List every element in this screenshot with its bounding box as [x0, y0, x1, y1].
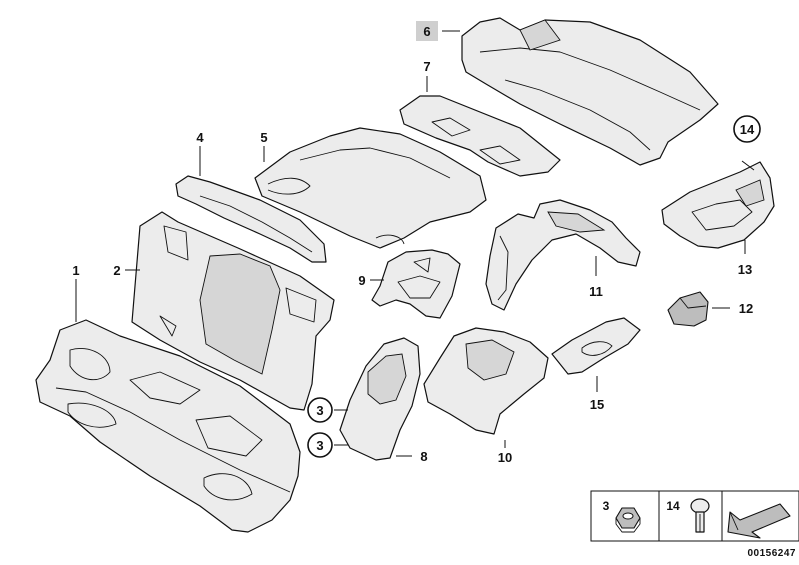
part-5-floor-trim	[254, 127, 487, 249]
part-8-side-panel	[339, 337, 421, 461]
callout-6-highlight	[416, 21, 438, 41]
callout-6: 6	[423, 24, 430, 39]
part-4-backrest-bar	[175, 175, 327, 263]
part-15-plate	[551, 317, 641, 375]
legend-item-3-number: 3	[603, 499, 610, 513]
callout-3a: 3	[316, 403, 323, 418]
callout-3b-circle	[307, 432, 333, 458]
callout-13: 13	[738, 262, 752, 277]
part-7-bracket-panel	[399, 95, 561, 177]
callout-12: 12	[739, 301, 753, 316]
callout-14-circle	[733, 115, 761, 143]
callout-8: 8	[420, 449, 427, 464]
callout-9: 9	[358, 273, 365, 288]
part-13-side-trim	[661, 161, 775, 249]
part-1-floor-insulation	[35, 319, 301, 533]
callout-4: 4	[196, 130, 204, 145]
expanding-rivet-icon	[690, 498, 710, 533]
callout-14: 14	[740, 122, 755, 137]
callout-2: 2	[113, 263, 120, 278]
legend-item-14-number: 14	[666, 499, 680, 513]
callout-11: 11	[589, 284, 603, 299]
arrow-icon	[727, 503, 791, 539]
part-10-wheel-house	[423, 327, 549, 435]
document-number: 00156247	[748, 548, 797, 559]
callout-5: 5	[260, 130, 267, 145]
callout-labels: 6 7 4 5 1 2 9 11 13 12 15 8 10 3 3 14	[72, 21, 761, 465]
part-9-bracket	[371, 249, 461, 319]
hex-nut-icon	[615, 507, 641, 533]
callout-7: 7	[423, 59, 430, 74]
part-2-backrest-frame	[131, 211, 335, 411]
callout-10: 10	[498, 450, 512, 465]
legend: 3 14 00156247	[590, 490, 799, 559]
callout-15: 15	[590, 397, 604, 412]
leader-lines	[75, 30, 755, 457]
part-6-parcel-shelf	[461, 17, 719, 166]
callout-3b: 3	[316, 438, 323, 453]
callout-1: 1	[72, 263, 79, 278]
callout-3a-circle	[307, 397, 333, 423]
part-11-wheel-arch-trim	[485, 199, 641, 311]
part-12-block	[667, 291, 709, 327]
